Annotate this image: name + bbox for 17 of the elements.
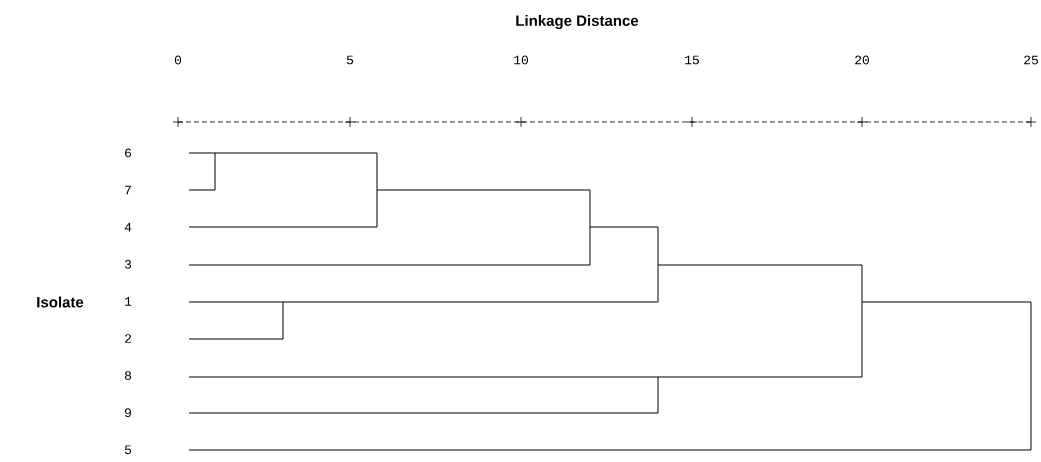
- leaf-label: 2: [125, 334, 131, 343]
- leaf-label: 1: [125, 297, 132, 306]
- leaf-label: 9: [125, 408, 131, 418]
- leaf-label: 6: [125, 148, 132, 158]
- leaf-label: 8: [124, 371, 132, 380]
- tick-label: 10: [514, 55, 528, 65]
- leaf-label: 5: [124, 445, 132, 455]
- axis-title: Isolate: [37, 296, 84, 308]
- tick-label: 5: [346, 55, 354, 65]
- leaf-label: 7: [125, 185, 131, 195]
- tick-label: 25: [1024, 55, 1038, 65]
- leaf-label: 3: [124, 259, 132, 269]
- tick-label: 20: [855, 55, 869, 65]
- axis-title: Linkage Distance: [516, 14, 639, 29]
- tick-label: 15: [685, 55, 699, 65]
- leaf-label: 4: [124, 222, 132, 232]
- tick-label: 0: [174, 55, 182, 65]
